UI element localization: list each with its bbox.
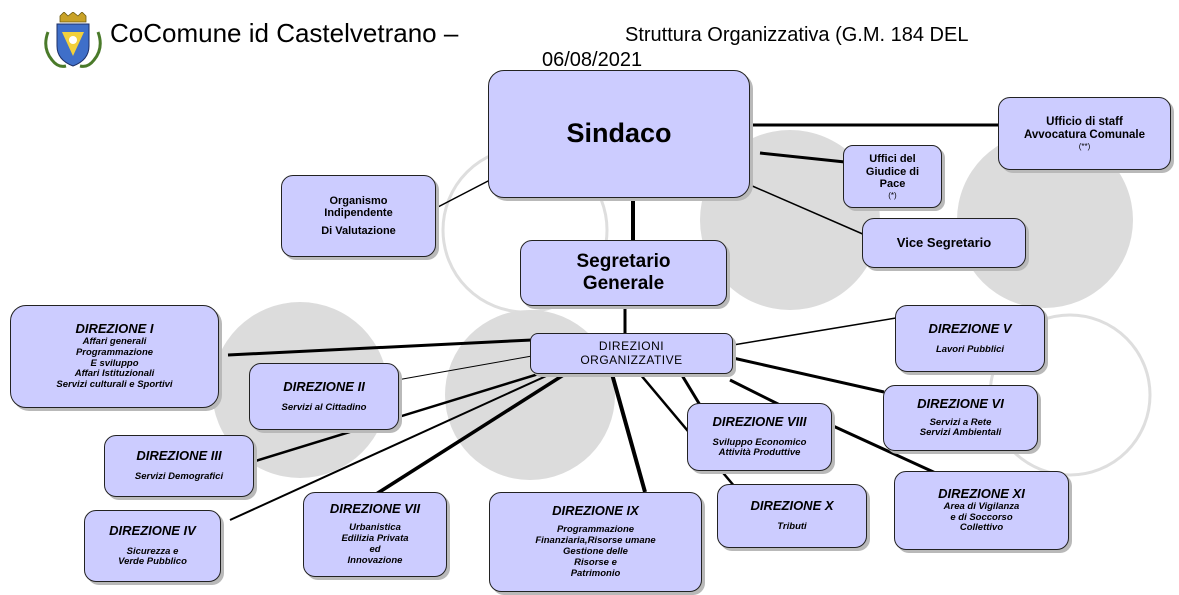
direzione-iv-title: DIREZIONE IV xyxy=(109,522,196,538)
direzione-x-title: DIREZIONE X xyxy=(750,498,834,514)
direzione-iv-line: Verde Pubblico xyxy=(118,556,187,568)
direzione-i-title: DIREZIONE I xyxy=(75,320,154,336)
node-direzione-ii: DIREZIONE II Servizi al Cittadino xyxy=(249,363,399,430)
connector-line xyxy=(369,372,566,500)
node-giudice-line3: Pace xyxy=(879,178,906,191)
direzione-xi-line: e di Soccorso xyxy=(950,511,1013,523)
node-direzione-vi: DIREZIONE VI Servizi a Rete Servizi Ambi… xyxy=(883,385,1038,451)
node-sindaco: Sindaco xyxy=(488,70,750,198)
direzione-vii-line: Urbanistica xyxy=(349,522,401,534)
direzione-v-title: DIREZIONE V xyxy=(928,320,1012,336)
direzione-ii-title: DIREZIONE II xyxy=(283,378,365,394)
connector-line xyxy=(819,418,941,477)
direzione-vii-title: DIREZIONE VII xyxy=(329,501,421,517)
direzione-iv-line: Sicurezza e xyxy=(126,545,179,557)
direzione-viii-line: Sviluppo Economico xyxy=(712,436,807,448)
direzione-iii-line: Servizi Demografici xyxy=(134,471,224,482)
node-direzione-v: DIREZIONE V Lavori Pubblici xyxy=(895,305,1045,372)
node-giudice-note: (*) xyxy=(888,190,897,200)
direzione-ii-line: Servizi al Cittadino xyxy=(281,401,367,413)
connector-line xyxy=(610,373,647,493)
node-direzione-viii: DIREZIONE VIII Sviluppo Economico Attivi… xyxy=(687,403,832,471)
node-direzione-vii: DIREZIONE VII Urbanistica Edilizia Priva… xyxy=(303,492,447,577)
direzione-vi-line: Servizi a Rete xyxy=(929,416,992,428)
node-direzione-xi: DIREZIONE XI Area di Vigilanza e di Socc… xyxy=(894,471,1069,550)
connector-line xyxy=(759,151,846,164)
direzione-vi-line: Servizi Ambientali xyxy=(919,427,1002,439)
node-giudice-line1: Uffici del xyxy=(869,152,916,165)
connector-line xyxy=(396,355,533,381)
node-oiv-line1: Organismo xyxy=(329,194,388,207)
node-ufficio-staff-note: (**) xyxy=(1078,142,1091,152)
node-direzione-x: DIREZIONE X Tributi xyxy=(717,484,867,548)
node-direzione-i: DIREZIONE I Affari generali Programmazio… xyxy=(10,305,219,408)
node-direzione-iv: DIREZIONE IV Sicurezza e Verde Pubblico xyxy=(84,510,221,582)
node-direzione-ix: DIREZIONE IX Programmazione Finanziaria,… xyxy=(489,492,702,592)
direzione-iii-title: DIREZIONE III xyxy=(136,448,222,464)
comune-coat-of-arms-logo xyxy=(44,12,102,68)
node-segretario-line2: Generale xyxy=(582,273,665,294)
direzione-vii-line: Innovazione xyxy=(347,554,403,566)
direzione-i-line: Programmazione xyxy=(75,346,154,358)
direzione-ix-line: Risorse e xyxy=(574,556,617,568)
node-giudice-di-pace: Uffici del Giudice di Pace (*) xyxy=(843,145,942,208)
direzione-i-line: Affari generali xyxy=(82,335,147,347)
direzione-vi-title: DIREZIONE VI xyxy=(917,395,1004,411)
page-subtitle-date: 06/08/2021 xyxy=(542,49,643,71)
direzione-i-line: Affari Istituzionali xyxy=(74,368,155,380)
node-direzioni-line2: ORGANIZZATIVE xyxy=(580,352,683,367)
connector-line xyxy=(435,179,491,209)
node-direzioni-line1: DIREZIONI xyxy=(598,338,665,353)
direzione-i-line: Servizi culturali e Sportivi xyxy=(56,379,173,391)
node-segretario-generale: Segretario Generale xyxy=(520,240,727,306)
direzione-v-line: Lavori Pubblici xyxy=(935,343,1005,355)
node-direzioni-organizzative: DIREZIONI ORGANIZZATIVE xyxy=(530,333,733,374)
connector-line xyxy=(732,317,897,346)
direzione-ix-line: Programmazione xyxy=(556,524,635,536)
node-organismo-valutazione: Organismo Indipendente Di Valutazione xyxy=(281,175,436,257)
node-vice-segretario: Vice Segretario xyxy=(862,218,1026,268)
direzione-i-line: E sviluppo xyxy=(90,357,139,369)
direzione-vii-line: ed xyxy=(369,543,381,555)
connector-line xyxy=(229,371,556,521)
direzione-ix-line: Gestione delle xyxy=(563,546,628,557)
node-vice-segretario-label: Vice Segretario xyxy=(896,234,992,250)
page-title: CoComune id Castelvetrano – xyxy=(110,18,459,48)
connector-line xyxy=(732,356,885,394)
direzione-xi-title: DIREZIONE XI xyxy=(938,485,1025,501)
connector-line xyxy=(678,371,702,406)
node-oiv-line2: Indipendente xyxy=(324,207,393,220)
node-ufficio-staff-line2: Avvocatura Comunale xyxy=(1024,128,1145,141)
direzione-vii-line: Edilizia Privata xyxy=(341,533,409,545)
direzione-xi-line: Collettivo xyxy=(959,522,1004,534)
direzione-x-line: Tributi xyxy=(777,521,807,532)
node-oiv-line3: Di Valutazione xyxy=(321,224,396,237)
node-segretario-line1: Segretario xyxy=(576,251,671,273)
node-ufficio-staff-line1: Ufficio di staff xyxy=(1046,115,1123,128)
direzione-viii-title: DIREZIONE VIII xyxy=(712,413,807,429)
connector-line xyxy=(749,184,866,236)
node-giudice-line2: Giudice di xyxy=(865,165,920,178)
node-direzione-iii: DIREZIONE III Servizi Demografici xyxy=(104,435,254,497)
node-sindaco-label: Sindaco xyxy=(566,118,672,149)
direzione-ix-line: Patrimonio xyxy=(570,567,621,579)
direzione-ix-line: Finanziaria,Risorse umane xyxy=(535,535,656,547)
page-subtitle: Struttura Organizzativa (G.M. 184 DEL xyxy=(625,24,969,46)
node-ufficio-staff: Ufficio di staff Avvocatura Comunale (**… xyxy=(998,97,1171,170)
direzione-xi-line: Area di Vigilanza xyxy=(943,500,1020,512)
direzione-viii-line: Attività Produttive xyxy=(718,447,801,459)
connector-line xyxy=(227,338,533,357)
direzione-ix-title: DIREZIONE IX xyxy=(552,503,639,519)
